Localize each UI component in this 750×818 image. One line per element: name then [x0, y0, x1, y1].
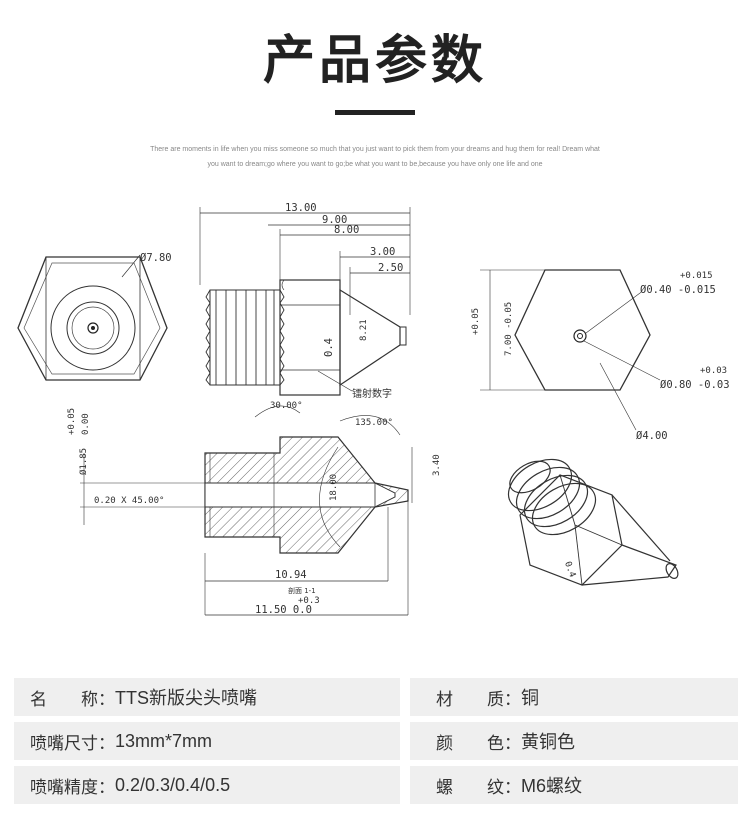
spec-color-row: 颜 色： 黄铜色	[410, 722, 738, 760]
tip-dia-040: Ø0.40 -0.015	[640, 284, 716, 296]
sec-tol-000: 0.00	[81, 413, 91, 435]
angle-135: 135.00°	[355, 418, 393, 428]
dim-900: 9.00	[322, 214, 347, 226]
laser-text-label: 镭射数字	[352, 387, 392, 400]
spec-name-row: 名 称： TTS新版尖头喷嘴	[14, 678, 400, 716]
spec-material-value: 铜	[521, 688, 539, 708]
tip-tol-003: +0.03	[700, 366, 727, 376]
dim-overall: 13.00	[285, 202, 317, 214]
sec-dim-340: 3.40	[432, 454, 442, 476]
dim-hex: 8.21	[359, 319, 369, 341]
sec-dim-1800: 18.00	[329, 474, 339, 501]
sec-tol-005: +0.05	[67, 408, 77, 435]
dim-250: 2.50	[378, 262, 403, 274]
tip-v-dim: 7.00 -0.05	[504, 302, 514, 356]
spec-precision-row: 喷嘴精度： 0.2/0.3/0.4/0.5	[14, 766, 400, 804]
spec-material-label: 材 质：	[436, 689, 521, 710]
spec-name-value: TTS新版尖头喷嘴	[115, 688, 257, 708]
svg-text:0.4: 0.4	[562, 560, 577, 579]
sec-bore: Ø1.85	[78, 448, 89, 475]
sec-tol-03: +0.3	[298, 596, 320, 606]
page-title: 产品参数	[262, 31, 487, 91]
spec-thread-value: M6螺纹	[521, 776, 583, 796]
dim-300: 3.00	[370, 246, 395, 258]
section-label: 剖面 1-1	[288, 586, 316, 595]
spec-name-label: 名 称：	[30, 689, 115, 710]
spec-table: 名 称： TTS新版尖头喷嘴 材 质： 铜 喷嘴尺寸： 13mm*7mm 颜 色…	[0, 678, 750, 818]
side-view: 13.00 9.00 8.00 3.00 2.50	[199, 202, 411, 400]
size-marking: 0.4	[323, 338, 335, 357]
spec-size-row: 喷嘴尺寸： 13mm*7mm	[14, 722, 400, 760]
spec-size-value: 13mm*7mm	[115, 730, 213, 751]
technical-drawing: Ø7.80 13.00 9.00 8.00 3.00 2.50	[0, 185, 750, 635]
tip-tol-015: +0.015	[680, 271, 713, 281]
isometric-view: 0.4	[507, 458, 679, 586]
spec-precision-value: 0.2/0.3/0.4/0.5	[115, 774, 231, 795]
spec-color-value: 黄铜色	[521, 732, 575, 752]
tagline: There are moments in life when you miss …	[100, 142, 650, 172]
tip-dia-400: Ø4.00	[636, 430, 668, 442]
spec-color-label: 颜 色：	[436, 733, 521, 754]
spec-precision-label: 喷嘴精度：	[30, 777, 115, 798]
tip-tol-top: +0.05	[471, 308, 481, 335]
tagline-line-2: you want to dream;go where you want to g…	[207, 161, 543, 168]
spec-size-label: 喷嘴尺寸：	[30, 733, 115, 754]
section-view: 30.00° 135.00° +0.05 0.00 Ø1.85 0.20 X 4…	[67, 401, 442, 616]
sec-dim-1094: 10.94	[275, 569, 307, 581]
front-view: Ø7.80	[17, 252, 172, 381]
title-underline	[335, 110, 415, 115]
spec-thread-row: 螺 纹： M6螺纹	[410, 766, 738, 804]
front-dia-label: Ø7.80	[140, 252, 172, 264]
spec-material-row: 材 质： 铜	[410, 678, 738, 716]
tip-dia-080: Ø0.80 -0.03	[660, 379, 730, 391]
tagline-line-1: There are moments in life when you miss …	[150, 146, 600, 153]
drawing-svg: Ø7.80 13.00 9.00 8.00 3.00 2.50	[17, 202, 730, 616]
spec-thread-label: 螺 纹：	[436, 777, 521, 798]
tip-view: +0.05 7.00 -0.05 +0.015 Ø0.40 -0.015 +0.…	[471, 269, 730, 442]
angle-30: 30.00°	[270, 401, 303, 411]
dim-800: 8.00	[334, 224, 359, 236]
sec-chamfer: 0.20 X 45.00°	[94, 496, 164, 506]
sec-dim-1150: 11.50 0.0	[255, 604, 312, 616]
